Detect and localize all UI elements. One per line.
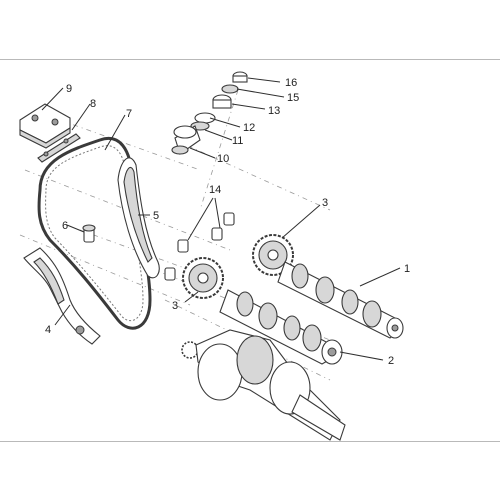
- callout-14: 14: [209, 184, 221, 196]
- crankshaft: [181, 329, 346, 441]
- callout-4: 4: [45, 324, 51, 336]
- callout-7: 7: [126, 108, 132, 120]
- callout-12: 12: [243, 122, 255, 134]
- part-8-rail: [37, 133, 81, 163]
- parts-14-bolts: [164, 212, 235, 281]
- callout-2: 2: [388, 355, 394, 367]
- callout-8: 8: [90, 98, 96, 110]
- part-4-tensioner-guide: [23, 247, 101, 345]
- callout-13: 13: [268, 105, 280, 117]
- part-2-camshaft-lower: [219, 289, 343, 365]
- callout-6: 6: [62, 220, 68, 232]
- callout-16: 16: [285, 77, 297, 89]
- callout-5: 5: [153, 210, 159, 222]
- frame-bottom: [0, 441, 500, 442]
- callout-11: 11: [232, 135, 243, 147]
- part-6-pin: [82, 224, 96, 243]
- part-1-camshaft-upper: [277, 261, 404, 339]
- frame-top: [0, 59, 500, 60]
- callout-9: 9: [66, 83, 72, 95]
- callout-3-lower: 3: [172, 300, 178, 312]
- callout-15: 15: [287, 92, 299, 104]
- part-9-bracket: [19, 103, 71, 149]
- valve-stack: [171, 71, 248, 155]
- part-3-lower-sprocket: [182, 257, 224, 299]
- callout-labels: 1 2 3 3 4 5 6 7 8 9 10 11 12 13 14 15 16: [45, 77, 410, 367]
- callout-10: 10: [217, 153, 229, 165]
- part-3-upper-sprocket: [252, 234, 294, 276]
- callout-3-upper: 3: [322, 197, 328, 209]
- callout-1: 1: [404, 263, 410, 275]
- part-7-timing-chain: [37, 137, 152, 330]
- leader-lines: [41, 77, 401, 361]
